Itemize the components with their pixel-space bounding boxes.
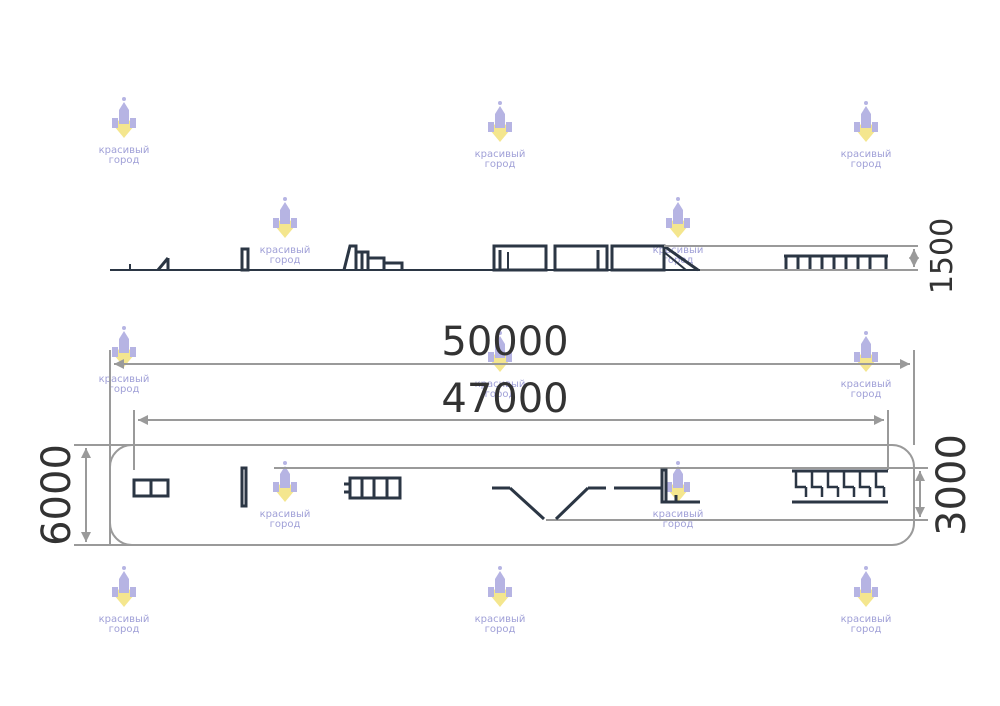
watermark-logo: красивый город bbox=[841, 331, 892, 400]
elevation-element-frame-ramp bbox=[610, 244, 699, 272]
dimension-plan-width-label: 6000 bbox=[34, 444, 80, 546]
watermark-text-line1: красивый bbox=[260, 245, 311, 256]
city-logo-icon bbox=[854, 101, 878, 142]
watermark-layer: красивый город красивый город красивый г… bbox=[99, 97, 892, 635]
watermark-text-line2: город bbox=[485, 159, 516, 170]
plan-element-ladder bbox=[344, 476, 402, 500]
watermark-text-line2: город bbox=[485, 389, 516, 400]
watermark-logo: красивый город bbox=[99, 326, 150, 395]
city-logo-icon bbox=[854, 566, 878, 607]
watermark-text-line1: красивый bbox=[99, 145, 150, 156]
watermark-text-line1: красивый bbox=[99, 614, 150, 625]
elevation-element-steps bbox=[342, 244, 404, 271]
plan-outline bbox=[109, 444, 915, 546]
city-logo-icon bbox=[112, 566, 136, 607]
watermark-text-line1: красивый bbox=[475, 614, 526, 625]
watermark-logo: красивый город bbox=[99, 566, 150, 635]
city-logo-icon bbox=[112, 326, 136, 367]
watermark-text-line2: город bbox=[663, 255, 694, 266]
city-logo-icon bbox=[273, 197, 297, 238]
watermark-logo: красивый город bbox=[475, 331, 526, 400]
watermark-text-line2: город bbox=[109, 384, 140, 395]
watermark-text-line2: город bbox=[270, 519, 301, 530]
city-logo-icon bbox=[666, 197, 690, 238]
plan-element-balance-left bbox=[492, 486, 546, 521]
city-logo-icon bbox=[488, 566, 512, 607]
watermark-text-line2: город bbox=[851, 624, 882, 635]
watermark-text-line2: город bbox=[851, 389, 882, 400]
watermark-text-line1: красивый bbox=[653, 509, 704, 520]
watermark-text-line2: город bbox=[109, 155, 140, 166]
watermark-text-line1: красивый bbox=[99, 374, 150, 385]
dimension-inner-length-label: 47000 bbox=[441, 376, 568, 422]
dimension-height: 1500 bbox=[664, 218, 960, 294]
watermark-text-line1: красивый bbox=[841, 614, 892, 625]
watermark-logo: красивый город bbox=[475, 566, 526, 635]
plan-view bbox=[132, 466, 888, 521]
dimension-element-width: 3000 bbox=[274, 434, 975, 536]
plan-element-box bbox=[132, 478, 170, 498]
elevation-element-low-beam bbox=[129, 257, 170, 271]
watermark-text-line2: город bbox=[109, 624, 140, 635]
elevation-element-frame-2 bbox=[553, 244, 609, 272]
watermark-text-line1: красивый bbox=[475, 379, 526, 390]
watermark-text-line1: красивый bbox=[475, 149, 526, 160]
city-logo-icon bbox=[112, 97, 136, 138]
dimension-total-length: 50000 bbox=[109, 319, 915, 545]
elevation-element-frame-1 bbox=[492, 244, 548, 272]
dimension-plan-width: 6000 bbox=[34, 444, 140, 546]
plan-element-ramp bbox=[614, 468, 700, 504]
elevation-view bbox=[110, 244, 888, 272]
watermark-logo: красивый город bbox=[260, 461, 311, 530]
plan-element-post bbox=[240, 466, 248, 508]
watermark-text-line2: город bbox=[485, 624, 516, 635]
watermark-text-line1: красивый bbox=[260, 509, 311, 520]
city-logo-icon bbox=[488, 101, 512, 142]
dimension-element-width-label: 3000 bbox=[929, 434, 975, 536]
watermark-text-line2: город bbox=[851, 159, 882, 170]
elevation-element-bars bbox=[784, 254, 888, 270]
watermark-logo: красивый город bbox=[99, 97, 150, 166]
watermark-text-line1: красивый bbox=[841, 149, 892, 160]
plan-element-bars bbox=[792, 469, 888, 504]
plan-element-balance-right bbox=[554, 486, 606, 521]
dimension-total-length-label: 50000 bbox=[441, 319, 568, 365]
watermark-logo: красивый город bbox=[475, 101, 526, 170]
watermark-text-line1: красивый bbox=[653, 245, 704, 256]
watermark-logo: красивый город bbox=[841, 566, 892, 635]
watermark-logo: красивый город bbox=[260, 197, 311, 266]
watermark-logo: красивый город bbox=[653, 461, 704, 530]
watermark-text-line2: город bbox=[663, 519, 694, 530]
watermark-text-line2: город bbox=[270, 255, 301, 266]
watermark-text-line1: красивый bbox=[841, 379, 892, 390]
city-logo-icon bbox=[854, 331, 878, 372]
dimension-inner-length: 47000 bbox=[133, 376, 889, 470]
dimension-height-label: 1500 bbox=[925, 218, 960, 294]
watermark-logo: красивый город bbox=[841, 101, 892, 170]
watermark-logo: красивый город bbox=[653, 197, 704, 266]
elevation-element-post bbox=[240, 247, 250, 272]
